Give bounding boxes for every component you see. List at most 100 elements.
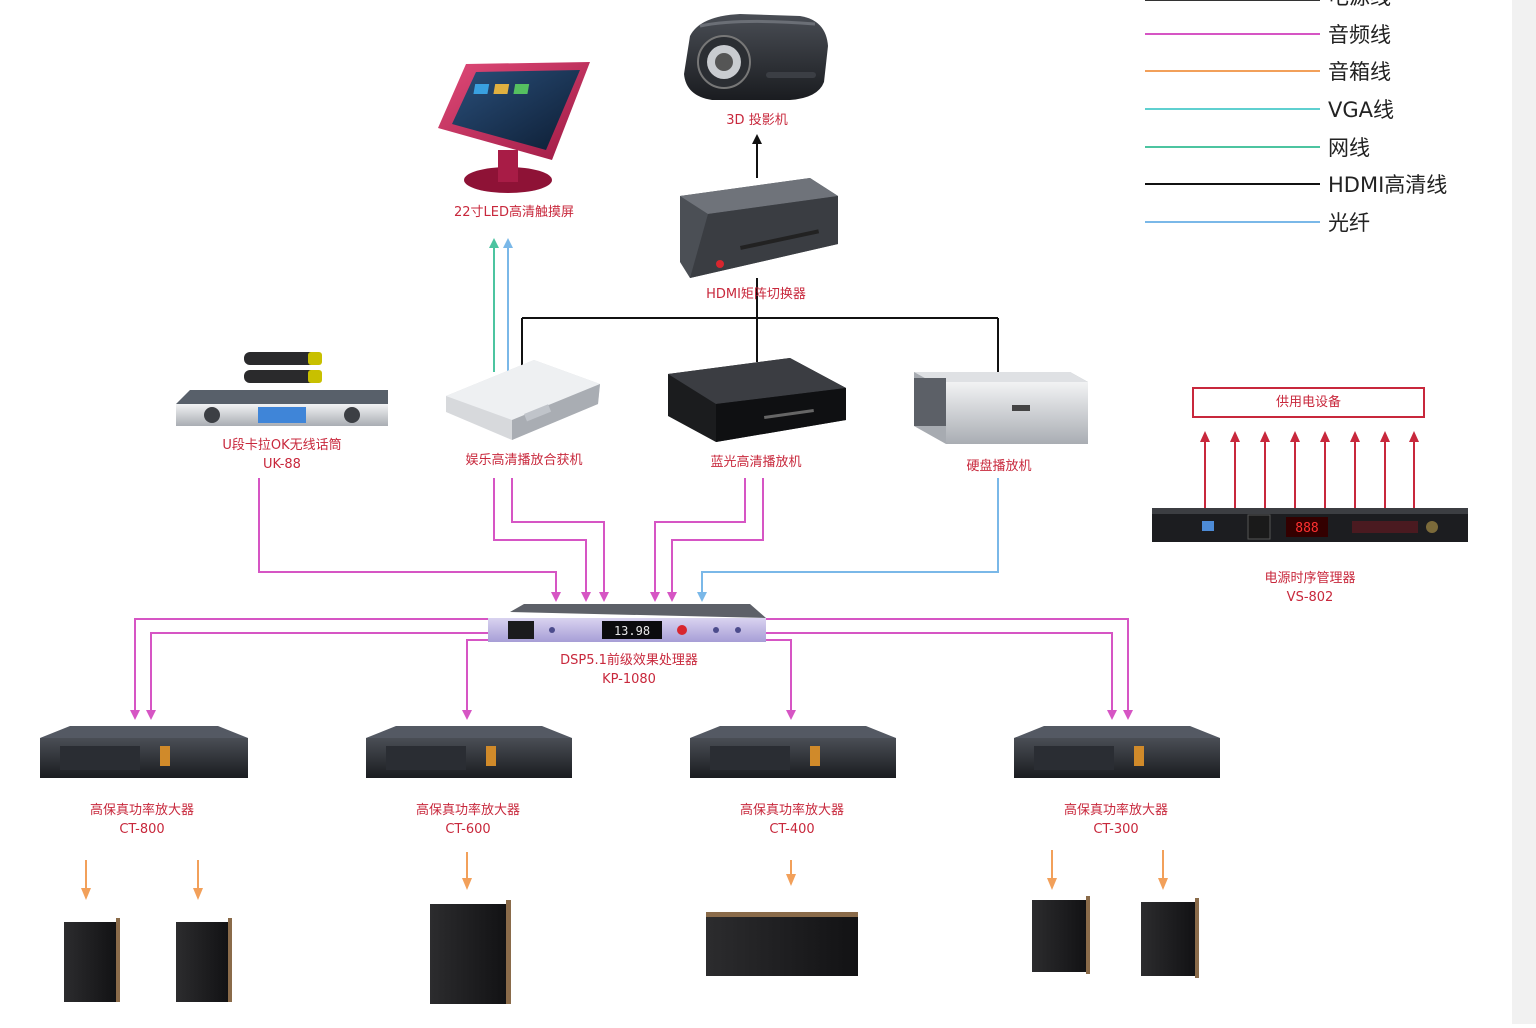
audio-link-bluray-2 (671, 478, 764, 594)
speaker-6-icon (1141, 898, 1199, 978)
karaoke-player-name: 娱乐高清播放合获机 (465, 453, 583, 468)
legend-label-speaker: 音箱线 (1328, 60, 1391, 84)
arrow-down-icon (667, 592, 677, 602)
arrow-down-icon (650, 592, 660, 602)
audio-link-karaoke-2 (511, 478, 605, 594)
amplifier-2-label: 高保真功率放大器 CT-600 (392, 801, 544, 839)
audio-link-amp4-b (765, 632, 1113, 712)
arrow-up-icon (1230, 431, 1240, 442)
amplifier-1-name: 高保真功率放大器 (89, 803, 194, 818)
legend-label-network: 网线 (1328, 136, 1370, 160)
hdd-player-name: 硬盘播放机 (966, 459, 1032, 474)
speaker-3-icon (430, 900, 511, 1004)
arrow-down-icon (1123, 710, 1133, 720)
arrow-up-icon (752, 134, 762, 144)
legend-item-fiber: 光纤 (1145, 211, 1370, 235)
legend-item-hdmi: HDMI高清线 (1145, 173, 1447, 197)
processor-icon (488, 604, 766, 642)
touchscreen-icon (438, 62, 590, 193)
speaker-2-icon (176, 918, 232, 1002)
edge-strip (1512, 0, 1536, 1024)
audio-link-amp1-a (134, 618, 490, 712)
legend-item-network: 网线 (1145, 136, 1370, 160)
processor-display-readout: 13.98 (614, 624, 650, 638)
power-target-name: 供用电设备 (1275, 395, 1341, 410)
karaoke-player-icon (446, 360, 600, 440)
arrow-up-icon (1380, 431, 1390, 442)
arrow-up-icon (1290, 431, 1300, 442)
amplifier-2-icon (366, 726, 572, 778)
audio-arrowheads (130, 592, 1133, 720)
arrow-down-icon (462, 878, 472, 890)
power-target-box (1192, 387, 1425, 418)
audio-link-bluray-1 (654, 478, 746, 594)
power-arrowheads (1200, 431, 1419, 442)
hdmi-bus (521, 278, 999, 372)
projector-icon (684, 14, 828, 100)
projector-name: 3D 投影机 (726, 113, 788, 128)
power-target-label: 供用电设备 (1193, 393, 1424, 412)
speaker-4-icon (706, 912, 858, 976)
touchscreen-name: 22寸LED高清触摸屏 (453, 205, 574, 220)
sequencer-display-readout: 888 (1295, 521, 1318, 536)
amplifier-2-name: 高保真功率放大器 (415, 803, 520, 818)
fiber-link-hdd (701, 478, 999, 594)
amplifier-4-icon (1014, 726, 1220, 778)
power-sequencer-name: 电源时序管理器 (1264, 571, 1356, 586)
legend-item-audio: 音频线 (1145, 23, 1391, 47)
arrow-down-icon (786, 874, 796, 886)
arrow-up-icon (1350, 431, 1360, 442)
bluray-player-label: 蓝光高清播放机 (686, 453, 826, 472)
arrow-up-icon (1320, 431, 1330, 442)
speaker-5-icon (1032, 896, 1090, 974)
legend-label-audio: 音频线 (1328, 23, 1391, 47)
power-outputs (1204, 440, 1415, 512)
processor-model: KP-1080 (602, 672, 656, 687)
arrow-down-icon (1047, 878, 1057, 890)
arrow-down-icon (551, 592, 561, 602)
speaker-1-icon (64, 918, 120, 1002)
audio-link-mic (258, 478, 557, 594)
processor-name: DSP5.1前级效果处理器 (560, 653, 698, 668)
power-sequencer-label: 电源时序管理器 VS-802 (1230, 569, 1390, 607)
arrow-up-icon (489, 238, 499, 248)
hdd-player-label: 硬盘播放机 (944, 457, 1054, 476)
arrow-down-icon (146, 710, 156, 720)
arrow-down-icon (193, 888, 203, 900)
audio-link-karaoke-1 (493, 478, 587, 594)
amplifier-3-label: 高保真功率放大器 CT-400 (716, 801, 868, 839)
power-sequencer-icon (1152, 508, 1468, 542)
legend-item-power: 电源线 (1145, 0, 1391, 9)
amplifier-3-name: 高保真功率放大器 (739, 803, 844, 818)
wireless-mic-model: UK-88 (263, 457, 301, 472)
arrow-down-icon (581, 592, 591, 602)
audio-link-amp2 (466, 639, 490, 712)
arrow-up-icon (503, 238, 513, 248)
wireless-mic-icon (176, 352, 388, 426)
arrow-down-icon (1107, 710, 1117, 720)
legend-label-hdmi: HDMI高清线 (1328, 173, 1447, 197)
bluray-player-name: 蓝光高清播放机 (710, 455, 802, 470)
arrow-down-icon (1158, 878, 1168, 890)
bluray-player-icon (668, 358, 846, 442)
karaoke-player-label: 娱乐高清播放合获机 (444, 451, 604, 470)
legend-label-fiber: 光纤 (1328, 211, 1370, 235)
arrow-up-icon (1260, 431, 1270, 442)
amplifier-1-icon (40, 726, 248, 778)
processor-label: DSP5.1前级效果处理器 KP-1080 (532, 651, 726, 689)
amplifier-4-label: 高保真功率放大器 CT-300 (1040, 801, 1192, 839)
wireless-mic-label: U段卡拉OK无线话筒 UK-88 (190, 436, 374, 474)
hdmi-switch-icon (680, 178, 838, 278)
hdmi-switch-label: HDMI矩阵切换器 (676, 285, 836, 304)
audio-link-amp4-a (765, 618, 1129, 712)
amplifier-4-name: 高保真功率放大器 (1063, 803, 1168, 818)
amplifier-1-label: 高保真功率放大器 CT-800 (66, 801, 218, 839)
audio-link-amp3 (765, 639, 792, 712)
legend: 电源线 音频线 音箱线 VGA线 网线 HDMI高清线 光纤 (1145, 0, 1447, 235)
touchscreen-label: 22寸LED高清触摸屏 (426, 203, 602, 222)
audio-link-amp1-b (150, 632, 490, 712)
arrow-down-icon (599, 592, 609, 602)
arrow-down-icon (786, 710, 796, 720)
